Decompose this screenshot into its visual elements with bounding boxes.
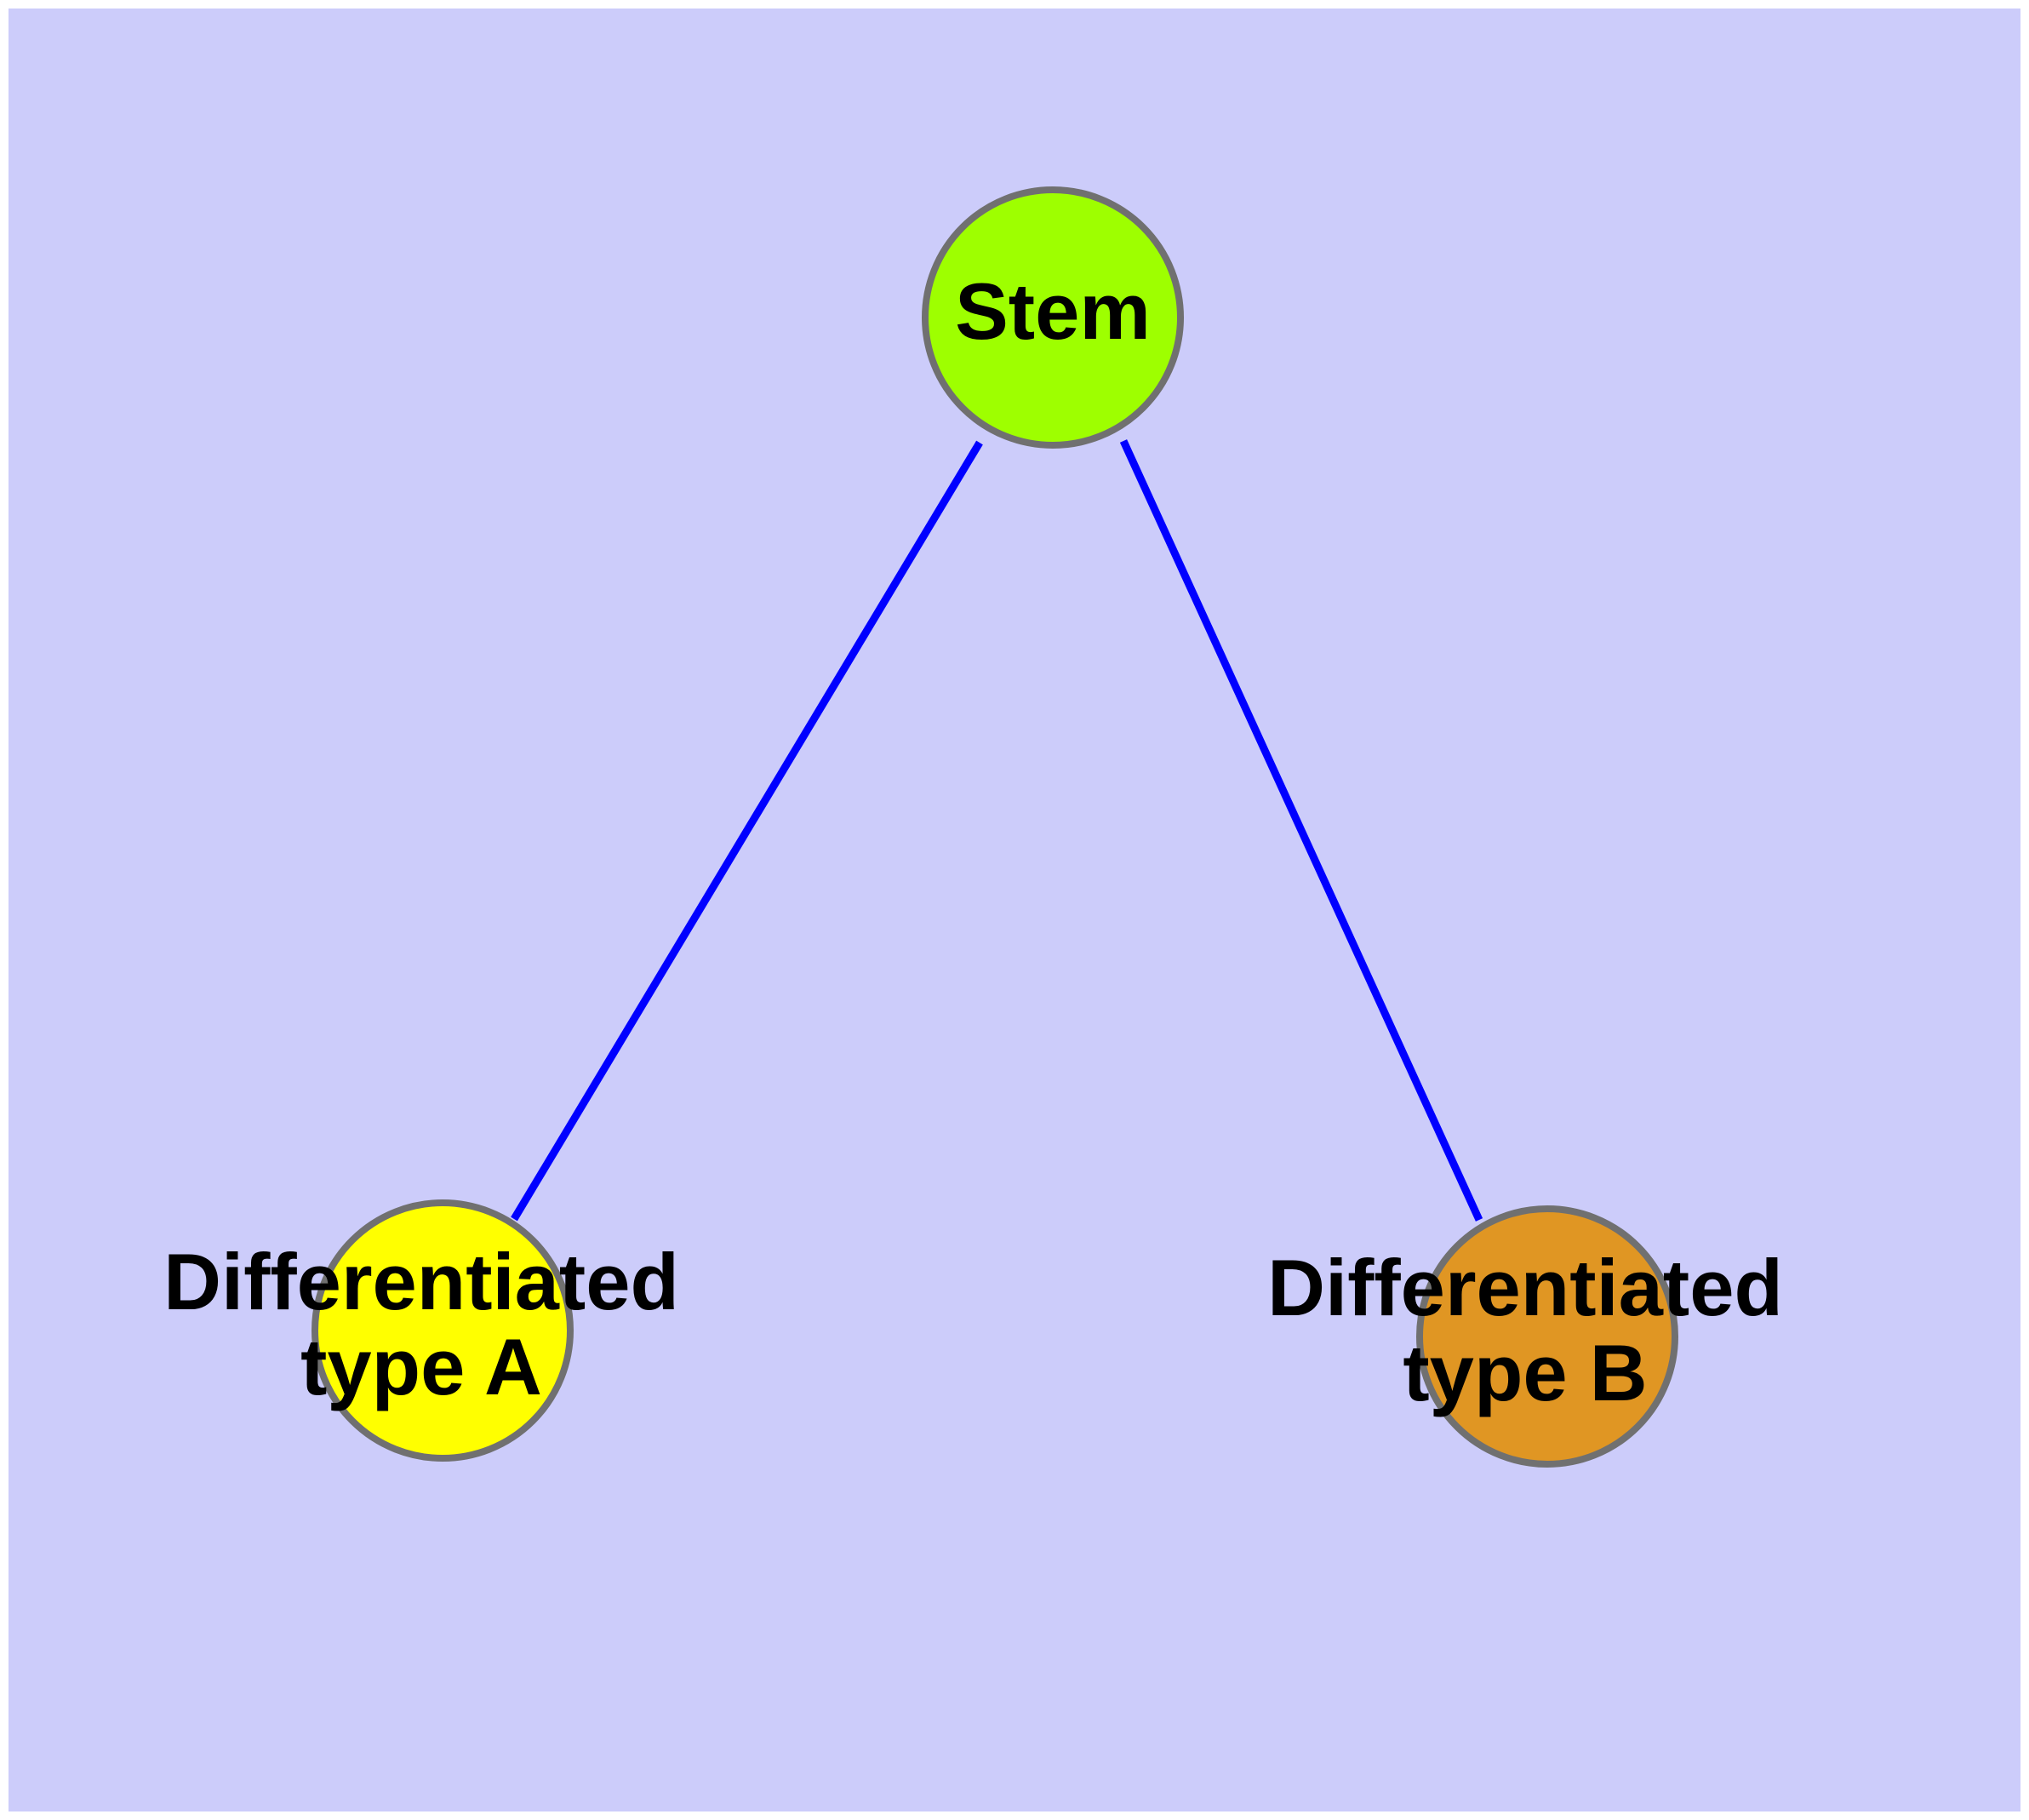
node-label-line: type A — [300, 1322, 542, 1411]
node-label-line: Stem — [955, 266, 1151, 356]
node-label-line: Differentiated — [1267, 1243, 1783, 1332]
node-label-line: Differentiated — [163, 1237, 679, 1326]
edges-layer — [511, 439, 1483, 1222]
graph-edge-stem-to-diff-b[interactable] — [1119, 439, 1483, 1222]
node-circle-stem[interactable] — [922, 186, 1184, 449]
graph-node-stem[interactable]: Stem — [922, 186, 1184, 449]
node-circle-diff-a[interactable] — [311, 1199, 574, 1462]
graph-edge-stem-to-diff-a[interactable] — [511, 440, 983, 1222]
node-label-line: type B — [1403, 1328, 1647, 1417]
node-circle-diff-b[interactable] — [1416, 1205, 1678, 1468]
node-label-stem: Stem — [955, 266, 1151, 356]
